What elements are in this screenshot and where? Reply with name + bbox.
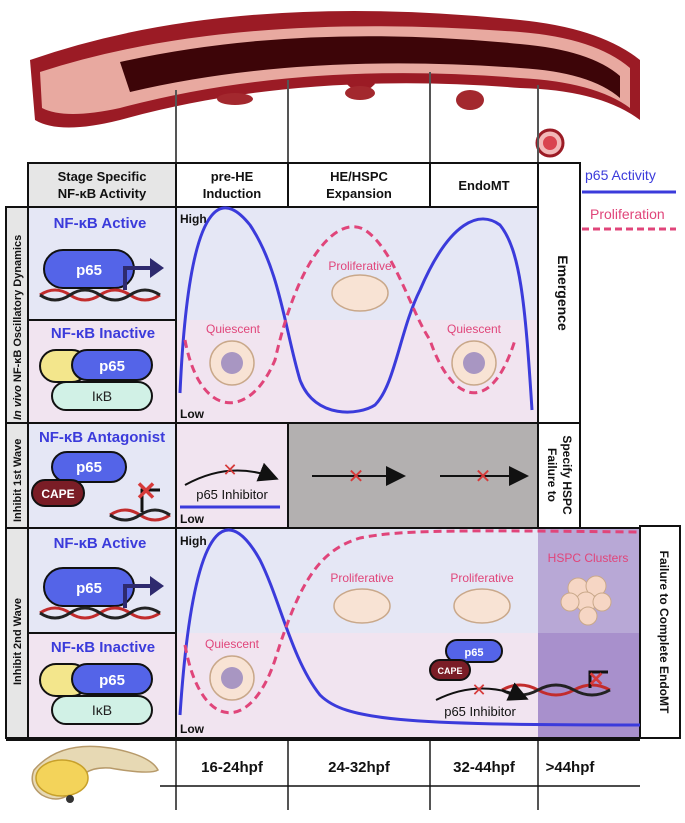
cape-label-2: CAPE [437,666,462,676]
side-label-oscillatory: In vivo NF-κB Oscillatory Dynamics [12,235,24,420]
zebrafish-embryo-illustration [31,745,159,803]
row-inactive-title: NF-κB Inactive [51,325,155,342]
timeline-row: 16-24hpf 24-32hpf 32-44hpf >44hpf [6,739,640,803]
header-prehe-line1: pre-HE [211,169,254,184]
inhibitor-label-1: p65 Inhibitor [196,487,268,502]
level-low-1: Low [180,407,205,421]
section-first-wave: Inhibit 1st Wave Failure to Specify HSPC… [5,422,581,529]
outcome-failure-specify-line1: Failure to [545,448,559,502]
ikb-label-2: IκB [92,702,112,718]
p65-ikb-complex-icon [39,663,153,725]
legend-proliferation-label: Proliferation [590,206,665,222]
section-oscillatory: In vivo NF-κB Oscillatory Dynamics Emerg… [5,162,581,424]
state-proliferative-1: Proliferative [328,259,392,273]
dividing-cell-icon [453,588,511,624]
proliferation-curve-2 [183,529,641,715]
header-endomt: EndoMT [458,178,509,193]
header-stage-line2: NF-κB Activity [58,186,147,201]
nucleus-icon [221,352,243,374]
header-prehe-line2: Induction [203,186,262,201]
header-stage-line1: Stage Specific [58,169,147,184]
state-quiescent-2: Quiescent [447,322,502,336]
block-x-icon: ✕ [222,460,237,480]
state-quiescent-1: Quiescent [206,322,261,336]
inhibited-arrow [435,682,529,701]
cape-p65-inhibitor-icon [429,639,611,697]
p65-active-promoter-icon [39,567,164,620]
level-high-2: High [180,534,207,548]
p65-label-active: p65 [76,262,102,279]
block-x-icon: ✕ [588,669,605,691]
side-label-first-wave: Inhibit 1st Wave [12,439,24,522]
row-inactive-title-2: NF-κB Inactive [51,639,155,656]
p65-activity-curve-1 [178,206,534,414]
p65-label-antagonist: p65 [76,459,102,476]
p65-activity-curve-3 [178,528,641,727]
side-label-second-wave: Inhibit 2nd Wave [12,598,24,685]
inhibitor-label-2: p65 Inhibitor [444,704,516,719]
cape-label-1: CAPE [41,487,74,501]
row-active-title: NF-κB Active [54,215,147,232]
timepoint-2: 24-32hpf [328,759,391,776]
p65-active-promoter-icon [39,249,164,302]
state-proliferative-3: Proliferative [450,571,514,585]
dividing-cell-icon [333,588,391,624]
outcome-failure-specify-line2: Specify HSPC [560,435,574,515]
p65-ikb-complex-icon [39,349,153,411]
hspc-cluster-icon [560,575,612,626]
level-high-1: High [180,212,207,226]
outcome-failure-endomt: Failure to Complete EndoMT [657,551,671,714]
cape-p65-icon [31,451,171,522]
nucleus-icon [221,667,243,689]
timepoint-4: >44hpf [546,759,596,776]
ikb-label: IκB [92,388,112,404]
p65-label-inactive: p65 [99,358,125,375]
block-x-icon: ✕ [475,466,492,488]
block-x-icon: ✕ [348,466,365,488]
p65-label-active-2: p65 [76,580,102,597]
level-low-3: Low [180,722,205,736]
nucleus-icon [463,352,485,374]
p65-label-inhibit-2: p65 [465,647,484,659]
timepoint-1: 16-24hpf [201,759,264,776]
header-hehspc-line1: HE/HSPC [330,169,388,184]
section-second-wave: Inhibit 2nd Wave Failure to Complete End… [5,525,681,739]
header-row: Stage Specific NF-κB Activity pre-HE Ind… [27,162,539,208]
block-x-icon: ✕ [135,476,157,506]
header-hehspc-line2: Expansion [326,186,392,201]
inhibited-arrow [184,462,279,486]
legend-p65-label: p65 Activity [585,167,656,183]
state-quiescent-3: Quiescent [205,637,260,651]
row-antagonist-title: NF-κB Antagonist [39,429,165,446]
outcome-emergence: Emergence [555,255,571,331]
state-hspc-clusters: HSPC Clusters [548,551,629,565]
block-x-icon: ✕ [471,680,486,700]
row-active-title-2: NF-κB Active [54,535,147,552]
timepoint-3: 32-44hpf [453,759,516,776]
level-low-2: Low [180,512,205,526]
legend: p65 Activity Proliferation [582,167,676,231]
blood-vessel-illustration [30,11,640,158]
dividing-cell-icon [331,274,389,312]
proliferation-curve-1 [183,225,517,405]
state-proliferative-2: Proliferative [330,571,394,585]
p65-label-inactive-2: p65 [99,672,125,689]
